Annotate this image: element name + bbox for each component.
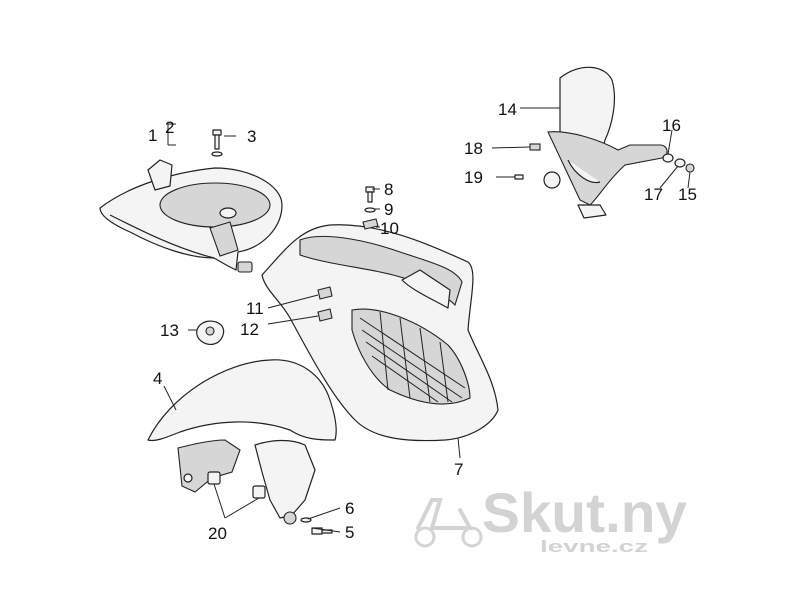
watermark-domain: levne.cz bbox=[540, 537, 648, 556]
label-9: 9 bbox=[384, 200, 393, 219]
hardware-5-6 bbox=[300, 517, 333, 535]
part-7-front-shield bbox=[261, 224, 499, 442]
scooter-icon bbox=[414, 498, 483, 548]
bolts-20 bbox=[207, 471, 266, 499]
part-labels: 1 2 3 4 5 6 7 8 9 10 11 12 13 14 15 16 1… bbox=[148, 100, 697, 543]
clips-11-12 bbox=[317, 286, 333, 322]
label-1: 1 bbox=[148, 126, 157, 145]
label-6: 6 bbox=[345, 499, 354, 518]
watermark-brand: Skut.ny bbox=[482, 481, 687, 544]
label-19: 19 bbox=[464, 168, 483, 187]
bolt-3 bbox=[211, 129, 223, 157]
label-8: 8 bbox=[384, 180, 393, 199]
hardware-8-9-10 bbox=[362, 186, 379, 230]
label-18: 18 bbox=[464, 139, 483, 158]
label-2: 2 bbox=[165, 118, 174, 137]
part-4-front-mudguard bbox=[147, 359, 337, 525]
grille-lines bbox=[359, 311, 466, 403]
label-13: 13 bbox=[160, 321, 179, 340]
part-14-handlebar-cover bbox=[543, 66, 668, 219]
label-20: 20 bbox=[208, 524, 227, 543]
label-5: 5 bbox=[345, 523, 354, 542]
label-4: 4 bbox=[153, 369, 162, 388]
label-3: 3 bbox=[247, 127, 256, 146]
watermark: Skut.ny levne.cz bbox=[414, 481, 687, 556]
label-14: 14 bbox=[498, 100, 517, 119]
label-10: 10 bbox=[380, 219, 399, 238]
label-11: 11 bbox=[246, 299, 264, 318]
label-17: 17 bbox=[644, 185, 663, 204]
label-15: 15 bbox=[678, 185, 697, 204]
label-16: 16 bbox=[662, 116, 681, 135]
hardware-15-19 bbox=[514, 143, 695, 180]
leader-lines bbox=[163, 107, 691, 533]
bracket-13 bbox=[196, 320, 225, 345]
part-1-rear-shield bbox=[99, 159, 283, 273]
label-12: 12 bbox=[240, 320, 259, 339]
label-7: 7 bbox=[454, 460, 463, 479]
